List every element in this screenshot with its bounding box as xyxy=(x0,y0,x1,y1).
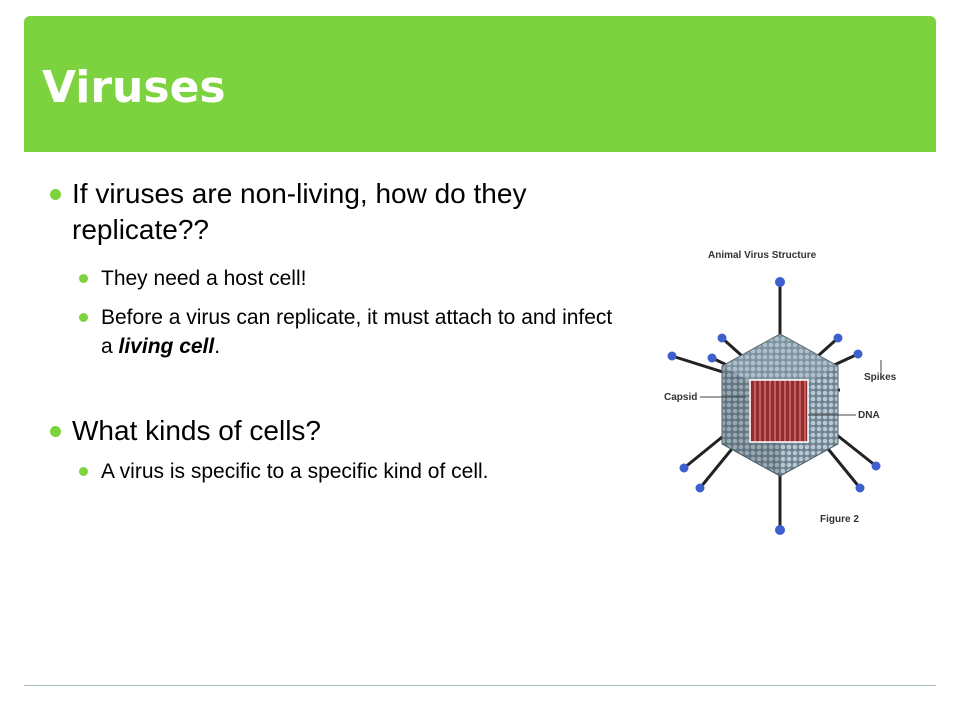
slide-title: Viruses xyxy=(42,62,226,113)
spikes-label: Spikes xyxy=(864,372,897,383)
sub-bullet-attach-infect: Before a virus can replicate, it must at… xyxy=(79,303,628,361)
title-bar: Viruses xyxy=(24,16,936,152)
bottom-divider xyxy=(24,685,936,686)
capsid-label: Capsid xyxy=(664,392,697,403)
virus-structure-figure: Animal Virus Structure Caps xyxy=(664,250,897,535)
bullet-cell-kinds: What kinds of cells? xyxy=(48,413,628,449)
sub-bullet-period: . xyxy=(214,335,221,358)
bullet-replication-question: If viruses are non-living, how do they r… xyxy=(48,176,628,248)
dna-core xyxy=(749,379,809,443)
sub-bullet-host-cell: They need a host cell! xyxy=(79,264,628,293)
figure-caption: Figure 2 xyxy=(820,514,859,525)
sub-bullet-text: Before a virus can replicate, it must at… xyxy=(101,306,613,358)
living-cell-emphasis: living cell xyxy=(118,335,215,358)
figure-heading: Animal Virus Structure xyxy=(708,250,817,261)
sub-bullet-specificity: A virus is specific to a specific kind o… xyxy=(79,457,628,486)
dna-label: DNA xyxy=(858,410,880,421)
label-leaders xyxy=(700,360,882,416)
slide-body: If viruses are non-living, how do they r… xyxy=(48,176,628,486)
